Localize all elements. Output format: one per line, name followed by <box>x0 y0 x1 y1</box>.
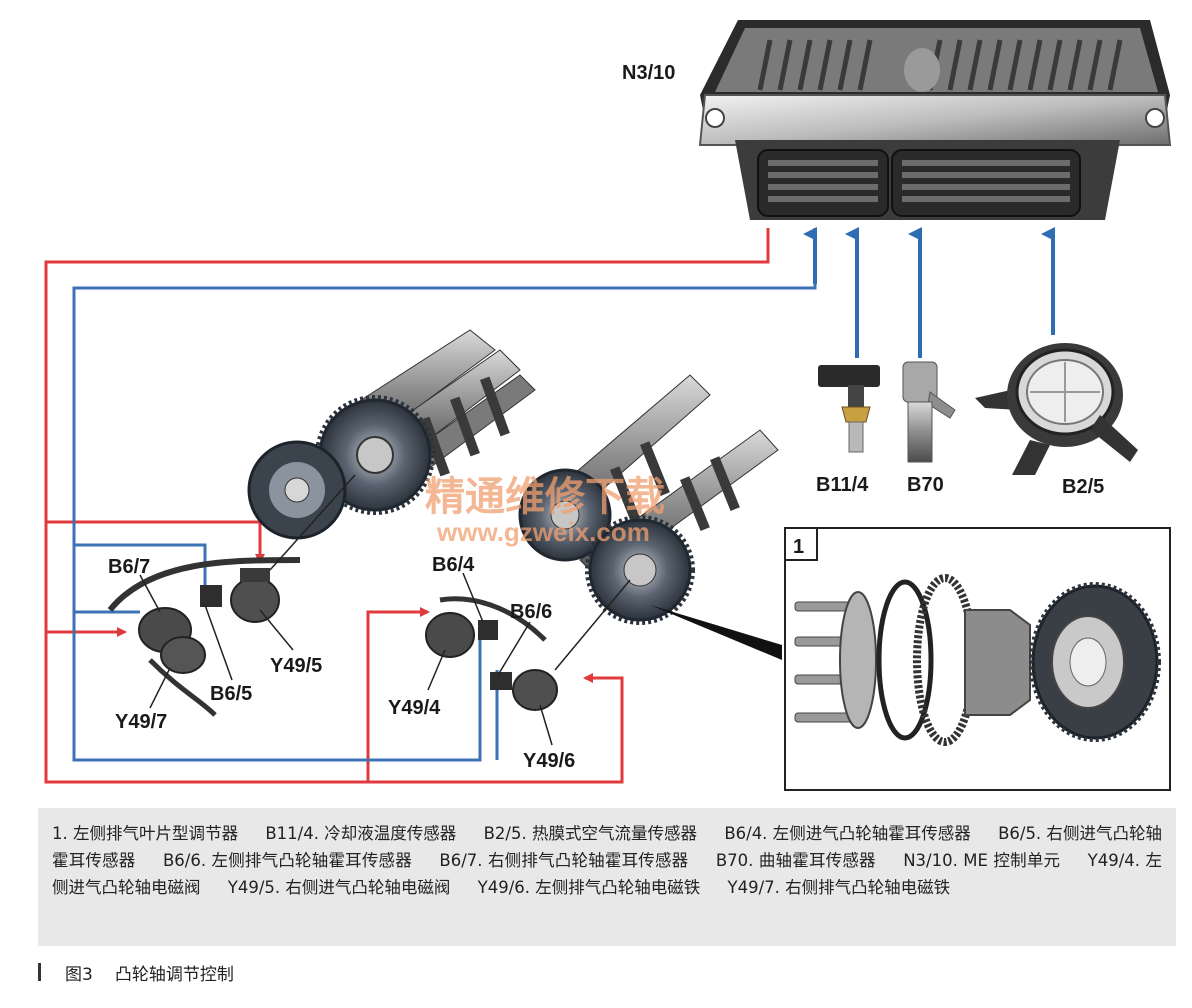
watermark-url: www.gzweix.com <box>436 517 650 547</box>
solenoid-cluster-right <box>107 557 301 717</box>
legend-item: Y49/7. 右侧排气凸轮轴电磁铁 <box>727 878 951 897</box>
label-y49-5: Y49/5 <box>270 655 322 677</box>
legend-item: B2/5. 热膜式空气流量传感器 <box>483 824 698 843</box>
label-coolant-sensor: B11/4 <box>816 474 869 496</box>
watermark-cn: 精通维修下载 <box>425 474 665 520</box>
caption-number: 图3 <box>65 964 93 985</box>
label-inset-number: 1 <box>793 536 804 558</box>
legend-item: Y49/5. 右侧进气凸轮轴电磁阀 <box>227 878 451 897</box>
figure-caption: 图3 凸轮轴调节控制 <box>38 958 234 986</box>
label-ecu: N3/10 <box>622 62 675 84</box>
inset-vane-adjuster <box>784 527 1171 791</box>
label-b6-4: B6/4 <box>432 554 475 576</box>
leader-lines <box>139 474 631 746</box>
label-y49-7: Y49/7 <box>115 711 167 733</box>
legend-item: B6/6. 左侧排气凸轮轴霍耳传感器 <box>162 851 412 870</box>
legend-item: Y49/6. 左侧排气凸轮轴电磁铁 <box>477 878 701 897</box>
caption-marker <box>38 963 41 981</box>
label-b6-5: B6/5 <box>210 683 252 705</box>
crankshaft-hall-sensor <box>902 361 956 463</box>
right-bank-camshafts <box>247 329 536 540</box>
label-maf-sensor: B2/5 <box>1062 476 1104 498</box>
sensor-arrows <box>803 227 1055 358</box>
legend-item: B6/4. 左侧进气凸轮轴霍耳传感器 <box>724 824 971 843</box>
label-y49-4: Y49/4 <box>388 697 441 719</box>
left-bank-camshafts <box>518 374 779 625</box>
inset-pointer <box>650 605 782 660</box>
legend-item: N3/10. ME 控制单元 <box>903 851 1061 870</box>
ecu-control-unit <box>698 20 1172 220</box>
label-y49-6: Y49/6 <box>523 750 575 772</box>
legend-item: B11/4. 冷却液温度传感器 <box>265 824 457 843</box>
label-b6-7: B6/7 <box>108 556 150 578</box>
coolant-temperature-sensor <box>818 365 880 453</box>
legend-item: B6/7. 右侧排气凸轮轴霍耳传感器 <box>439 851 689 870</box>
label-b6-6: B6/6 <box>510 601 552 623</box>
legend-item: B6/5. 右侧进气凸轮轴霍耳传感器 <box>52 824 1162 870</box>
legend-box: 1. 左侧排气叶片型调节器 B11/4. 冷却液温度传感器 B2/5. 热膜式空… <box>38 808 1176 946</box>
legend-item: Y49/4. 左侧进气凸轮轴电磁阀 <box>52 851 1162 897</box>
solenoid-cluster-left <box>425 596 558 711</box>
legend-item: 1. 左侧排气叶片型调节器 <box>52 824 239 843</box>
label-crank-sensor: B70 <box>907 474 944 496</box>
legend-item: B70. 曲轴霍耳传感器 <box>715 851 876 870</box>
hot-film-maf-sensor <box>975 343 1138 475</box>
caption-title: 凸轮轴调节控制 <box>114 964 234 985</box>
